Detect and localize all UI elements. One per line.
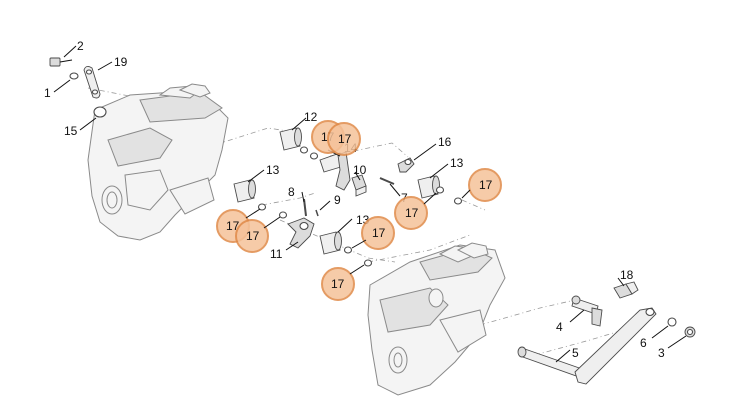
part-label-15: 15 <box>64 124 78 138</box>
washer-right-b <box>453 197 463 205</box>
part-label-19: 19 <box>114 55 128 69</box>
part-label-6: 6 <box>640 336 647 350</box>
bracket-lever-part-11 <box>287 217 315 249</box>
badge-17-left-b[interactable]: 17 <box>235 219 269 253</box>
clip-part-16 <box>397 157 415 173</box>
bushing-part-13-left <box>233 179 256 203</box>
screw-part-2 <box>49 57 73 67</box>
part-label-18: 18 <box>620 268 634 282</box>
part-label-11: 11 <box>270 247 283 261</box>
crankcase-housing-left <box>87 83 229 241</box>
badge-17-center-lower[interactable]: 17 <box>321 267 355 301</box>
badge-17-right-lower[interactable]: 17 <box>394 196 428 230</box>
link-plate-part-19 <box>83 65 101 99</box>
nut-part-3 <box>684 326 696 338</box>
bushing-part-13-right <box>417 175 440 199</box>
part-label-13-left: 13 <box>266 163 280 177</box>
block-part-10 <box>351 174 367 197</box>
bushing-part-13-center <box>319 231 342 255</box>
badge-17-label: 17 <box>246 229 260 243</box>
part-label-4: 4 <box>556 320 563 334</box>
washer-right-a <box>435 186 445 194</box>
badge-leader-lines <box>245 189 471 275</box>
part-label-1: 1 <box>44 86 51 100</box>
badge-17-upper-b[interactable]: 17 <box>327 122 361 156</box>
part-label-16: 16 <box>438 135 452 149</box>
part-label-8: 8 <box>288 185 295 199</box>
badge-17-label: 17 <box>405 206 419 220</box>
pin-part-9 <box>315 209 319 217</box>
crankcase-housing-center <box>367 242 506 396</box>
badge-17-center-upper[interactable]: 17 <box>361 216 395 250</box>
badge-17-label: 17 <box>372 226 386 240</box>
washer-left-b <box>278 211 288 219</box>
washer-left-a <box>257 203 267 211</box>
badge-17-label: 17 <box>226 219 240 233</box>
bushing-part-12 <box>279 127 302 151</box>
leader-lines <box>53 45 687 363</box>
part-label-9: 9 <box>334 193 341 207</box>
pin-part-7 <box>379 177 395 185</box>
part-label-13-right: 13 <box>450 156 464 170</box>
badge-17-label: 17 <box>331 277 345 291</box>
part-label-12: 12 <box>304 110 318 124</box>
washer-center-b <box>363 259 373 267</box>
part-label-2: 2 <box>77 39 84 53</box>
badge-17-label: 17 <box>479 178 493 192</box>
control-rod-part-4 <box>571 295 603 327</box>
part-label-3: 3 <box>658 346 665 360</box>
lever-shaft-part-14 <box>319 151 351 191</box>
washer-part-1 <box>69 72 79 80</box>
lever-arm-part-5 <box>517 307 657 385</box>
badge-17-right-upper[interactable]: 17 <box>468 168 502 202</box>
o-ring-part-15 <box>93 106 107 118</box>
badge-17-label: 17 <box>338 132 352 146</box>
washer-upper-a <box>299 146 309 154</box>
highlight-badges: 17 17 17 17 17 17 17 17 <box>216 120 502 301</box>
part-label-5: 5 <box>572 346 579 360</box>
washer-part-6 <box>667 317 677 327</box>
washer-upper-b <box>309 152 319 160</box>
washer-center-a <box>343 246 353 254</box>
adjusting-screw-part-18 <box>613 281 639 299</box>
part-label-10: 10 <box>353 163 367 177</box>
